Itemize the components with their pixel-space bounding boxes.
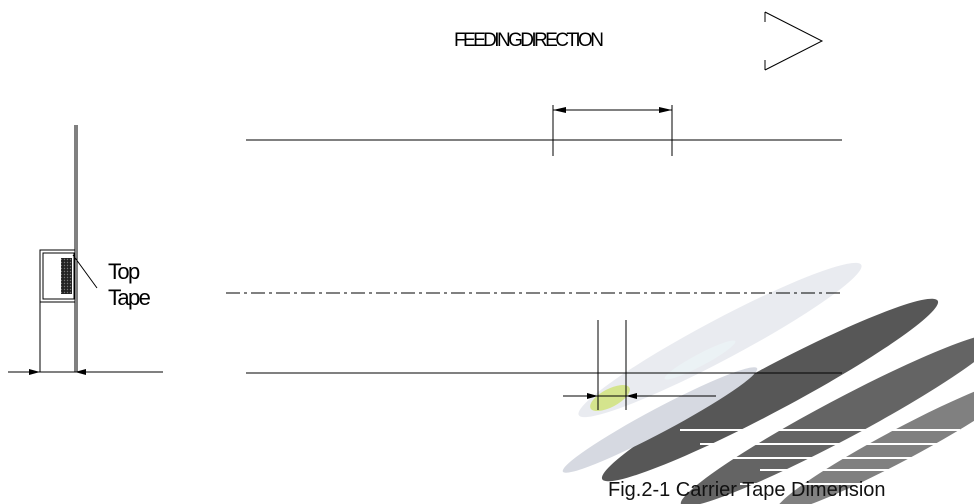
- tape-side-profile: [8, 125, 163, 375]
- top-tape-label-line2: Tape: [108, 285, 151, 310]
- dimension-arrow-left: [29, 369, 40, 375]
- top-tape-leader-line: [72, 254, 98, 289]
- pocket-inner-outline: [42, 252, 75, 300]
- feeding-direction-arrow: [764, 11, 824, 71]
- watermark-graphic: [562, 262, 974, 504]
- feeding-direction-label: FEEDINGDIRECTION: [454, 30, 603, 51]
- tape-plan-view: [226, 105, 842, 410]
- pitch-arrow-right: [659, 107, 672, 113]
- figure-caption: Fig.2-1 Carrier Tape Dimension: [608, 479, 886, 501]
- hole-arrow-right: [626, 393, 637, 399]
- pitch-arrow-left: [553, 107, 566, 113]
- pocket-outline: [39, 249, 76, 303]
- dimension-arrow-right: [75, 369, 86, 375]
- top-tape-hatch: [61, 258, 72, 294]
- top-tape-label-line1: Top: [108, 259, 140, 284]
- hole-arrow-left: [587, 393, 598, 399]
- watermark-streaks: [680, 429, 970, 485]
